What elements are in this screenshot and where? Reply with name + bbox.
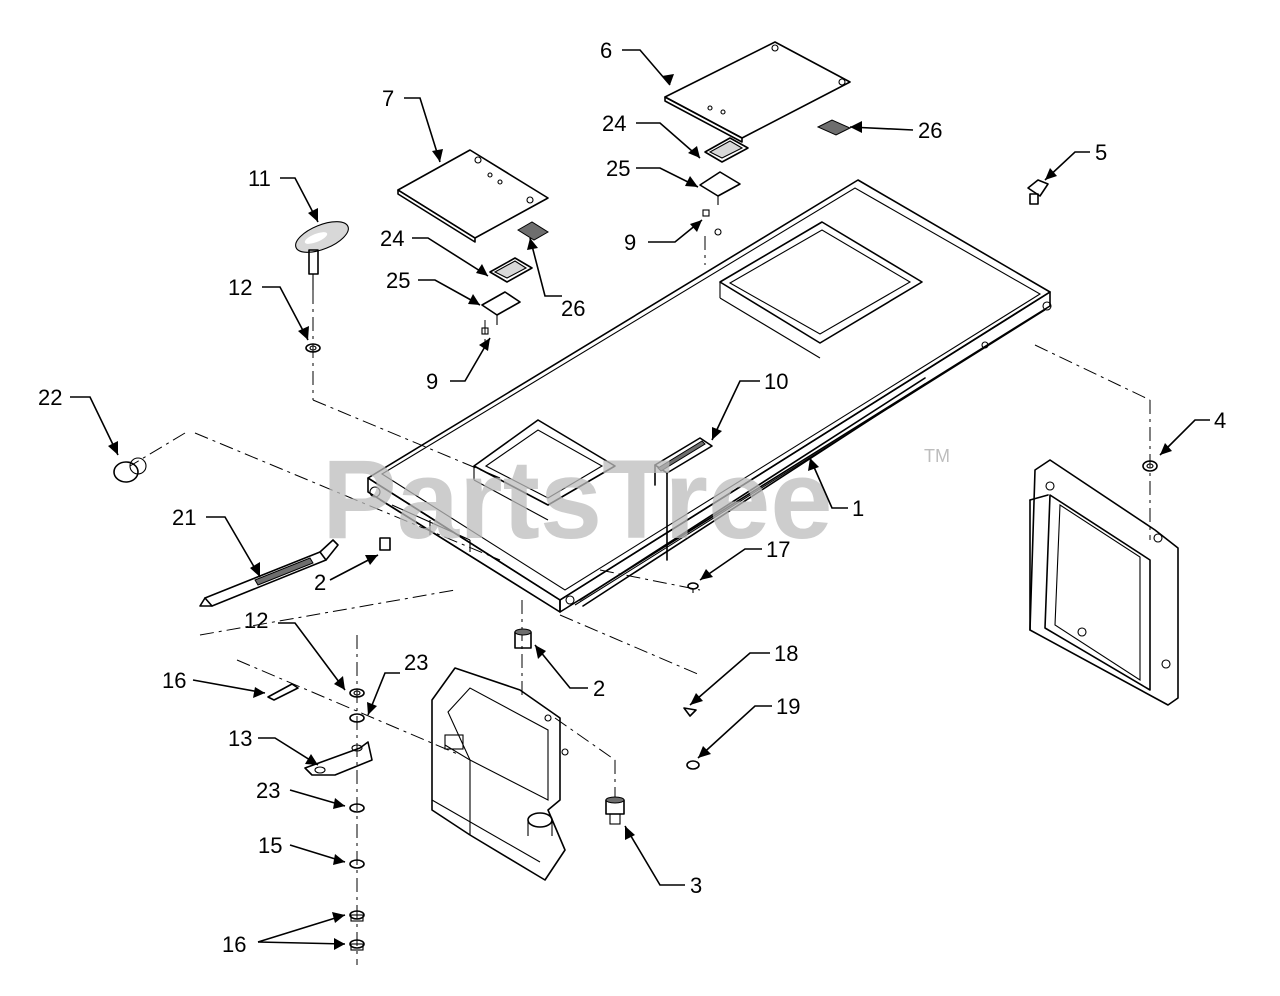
callout-16-upper: 16: [162, 668, 186, 693]
part-5-fastener: [1027, 179, 1049, 205]
part-7-cover-plate: [397, 149, 549, 243]
callout-21: 21: [172, 505, 196, 530]
callout-6: 6: [600, 38, 612, 63]
leader-lines: [70, 49, 1210, 950]
part-15-washer: [349, 859, 365, 869]
part-12-washer-lower: [349, 688, 365, 698]
callout-13: 13: [228, 726, 252, 751]
callout-9-lower: 9: [426, 369, 438, 394]
callout-26-lower: 26: [561, 296, 585, 321]
part-3-bolt: [605, 796, 625, 825]
callout-24-upper: 24: [602, 111, 626, 136]
callout-10: 10: [764, 369, 788, 394]
callout-labels: 6 26 24 25 5 7 11 9 24 25 26 12 9 10 22 …: [38, 38, 1226, 957]
callout-15: 15: [258, 833, 282, 858]
part-24-hinge-lower: [489, 257, 533, 283]
part-26-pad-lower: [517, 221, 549, 241]
callout-24-lower: 24: [380, 226, 404, 251]
part-24-hinge-upper: [704, 137, 749, 163]
part-2-bushing-lower: [514, 628, 532, 649]
part-13-lever: [304, 741, 373, 776]
part-19-nut: [686, 760, 700, 770]
callout-25-upper: 25: [606, 156, 630, 181]
watermark: PartsTree TM: [322, 437, 950, 562]
assembly-centerlines: [129, 236, 1151, 965]
callout-16-lower: 16: [222, 932, 246, 957]
lower-mount-bracket: [431, 667, 569, 881]
callout-2-lower: 2: [593, 676, 605, 701]
part-22-plug: [113, 457, 147, 483]
callout-11: 11: [248, 166, 271, 191]
main-hood-panel: [367, 179, 1052, 613]
callout-4: 4: [1214, 408, 1226, 433]
callout-2-upper: 2: [314, 570, 326, 595]
part-16-clip: [267, 683, 299, 701]
callout-23-lower: 23: [256, 778, 280, 803]
part-26-pad-upper: [816, 119, 852, 136]
side-frame: [1029, 459, 1179, 706]
callout-12-lower: 12: [244, 608, 268, 633]
part-23-spacer-lower: [349, 803, 365, 813]
callout-12-upper: 12: [228, 275, 252, 300]
part-21-latch-arm: [199, 539, 339, 607]
callout-1: 1: [852, 496, 864, 521]
callout-19: 19: [776, 694, 800, 719]
callout-9-upper: 9: [624, 230, 636, 255]
callout-26-upper: 26: [918, 118, 942, 143]
part-16-nut-upper: [349, 910, 365, 922]
part-12-washer-upper: [305, 343, 321, 353]
callout-22: 22: [38, 385, 62, 410]
part-23-spacer-upper: [349, 713, 365, 723]
part-16-nut-lower: [349, 939, 365, 951]
part-6-cover-plate: [664, 41, 851, 143]
part-11-knob: [295, 221, 349, 290]
part-17-screw: [687, 582, 699, 593]
part-10-bracket: [654, 437, 713, 561]
part-2-bushing-upper: [379, 537, 391, 551]
callout-7: 7: [382, 86, 394, 111]
callout-25-lower: 25: [386, 268, 410, 293]
callout-18: 18: [774, 641, 798, 666]
watermark-text: PartsTree: [322, 437, 833, 562]
part-25-latch-upper: [699, 171, 741, 217]
callout-5: 5: [1095, 140, 1107, 165]
callout-3: 3: [690, 873, 702, 898]
callout-23-upper: 23: [404, 650, 428, 675]
part-25-latch-lower: [481, 291, 521, 335]
part-18-clip: [683, 707, 697, 717]
watermark-trademark: TM: [924, 446, 950, 466]
callout-17: 17: [766, 537, 790, 562]
part-4-nut: [1142, 460, 1158, 472]
